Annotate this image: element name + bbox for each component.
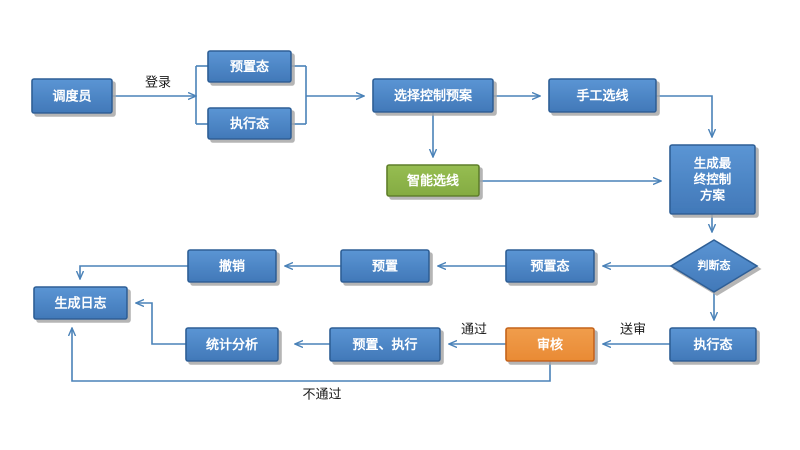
node-exec-state2[interactable]: 执行态 [669, 327, 757, 362]
node-preset-exec-label: 预置、执行 [352, 337, 417, 353]
edge-label-pass: 通过 [461, 323, 487, 338]
node-select-plan-label: 选择控制预案 [394, 88, 473, 104]
node-preset-label: 预置 [372, 260, 398, 275]
node-audit[interactable]: 审核 [505, 327, 595, 362]
node-final-plan[interactable]: 生成最 终控制 方案 [669, 144, 756, 215]
edge-manual-line-to-final-plan [656, 95, 712, 137]
edge-stat-analysis-to-gen-log [136, 303, 186, 345]
node-gen-log[interactable]: 生成日志 [33, 286, 128, 320]
node-dispatcher-label: 调度员 [52, 89, 91, 105]
node-preset-state[interactable]: 预置态 [207, 50, 292, 83]
node-cancel-label: 撤销 [219, 259, 245, 275]
node-cancel[interactable]: 撤销 [187, 249, 277, 283]
node-manual-line-label: 手工选线 [576, 88, 628, 104]
node-final-plan-label-line3: 方案 [700, 188, 726, 203]
node-stat-analysis[interactable]: 统计分析 [185, 327, 279, 362]
node-preset-state2-label: 预置态 [530, 259, 569, 275]
node-final-plan-label-line1: 生成最 [694, 156, 732, 171]
node-judge-state-label: 判断态 [698, 258, 731, 272]
node-exec-state[interactable]: 执行态 [207, 107, 292, 140]
node-dispatcher[interactable]: 调度员 [31, 78, 113, 114]
node-judge-state[interactable]: 判断态 [669, 239, 759, 293]
node-smart-line-label: 智能选线 [407, 173, 459, 189]
node-smart-line[interactable]: 智能选线 [386, 164, 480, 197]
node-exec-state2-label: 执行态 [693, 337, 732, 353]
node-stat-analysis-label: 统计分析 [206, 337, 258, 353]
node-preset[interactable]: 预置 [340, 249, 430, 283]
node-layer: 调度员 预置态 执行态 选择控制预案 手工选线 [31, 50, 759, 362]
edge-label-submit: 送审 [620, 323, 646, 338]
node-exec-state-label: 执行态 [230, 116, 269, 132]
node-preset-state-label: 预置态 [230, 59, 269, 75]
edge-audit-fail-to-gen-log [72, 328, 551, 382]
connector-layer [72, 65, 714, 382]
edge-label-login: 登录 [145, 76, 171, 91]
node-gen-log-label: 生成日志 [54, 296, 106, 312]
edge-label-layer: 登录 通过 送审 不通过 [145, 76, 646, 403]
node-manual-line[interactable]: 手工选线 [548, 78, 657, 113]
node-final-plan-label-line2: 终控制 [694, 172, 732, 187]
edge-cancel-to-gen-log [80, 265, 188, 279]
node-audit-label: 审核 [537, 337, 563, 353]
edge-label-fail: 不通过 [302, 388, 341, 403]
node-select-plan[interactable]: 选择控制预案 [372, 78, 494, 113]
node-preset-exec[interactable]: 预置、执行 [329, 327, 441, 362]
node-preset-state2[interactable]: 预置态 [505, 249, 595, 283]
